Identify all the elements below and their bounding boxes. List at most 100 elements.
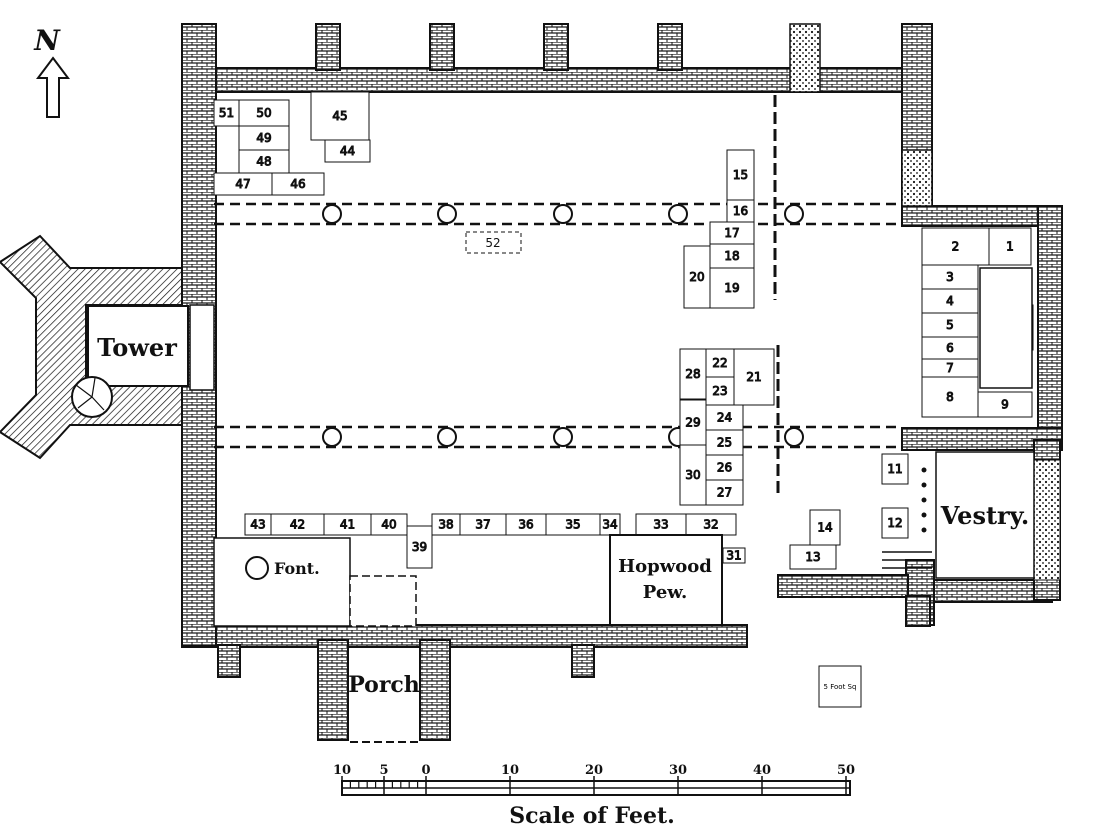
pew-box-52 [465,231,522,254]
legend-square-label: 5 Foot Sq [824,683,857,691]
pew-2: 2 [921,227,990,266]
pew-26: 26 [705,454,744,481]
scale-tick-label: 40 [753,763,771,778]
pew-label: 47 [235,177,250,191]
tower-room [87,305,189,387]
north-arrow: N [33,24,70,118]
pew-36: 36 [505,513,547,536]
pew-label: 24 [717,411,732,425]
legend-square-box [818,665,862,708]
pew-label: 22 [712,356,727,370]
plaster-block [789,23,821,93]
pew-6: 6 [921,336,979,360]
pew-29: 29 [679,399,707,446]
chancel [979,267,1033,389]
font-icon [245,556,269,580]
pew-50: 50 [238,99,290,127]
pew-label: 5 [946,318,954,332]
pew-16: 16 [726,199,755,223]
pew-label: 20 [689,270,704,284]
pew-33: 33 [635,513,687,536]
pew-34: 34 [599,513,621,536]
pew-label: 19 [724,281,739,295]
pew-12: 12 [881,507,909,539]
porch: Porch [317,575,451,743]
scale-tick-label: 10 [333,763,351,778]
pew-label: 44 [340,144,355,158]
pew-22: 22 [705,348,735,378]
pew-48: 48 [238,149,290,174]
pew-47: 47 [213,172,273,196]
pew-label: 31 [726,549,741,563]
buttresses [217,23,931,678]
pew-18: 18 [709,243,755,269]
chancel-east-wall [1037,205,1063,447]
pew-8: 8 [921,376,979,418]
pew-label: 50 [256,106,271,120]
pew-label: 11 [887,462,902,476]
pew-label: 28 [685,367,700,381]
scale-tick-label: 30 [669,763,687,778]
pew-4: 4 [921,288,979,314]
pew-label: 35 [565,518,580,532]
pew-label: 17 [724,226,739,240]
pew-39: 39 [406,525,433,569]
font-label: Font. [274,559,320,578]
scale-tick-label: 20 [585,763,603,778]
plaster-block [901,149,933,207]
pew-3: 3 [921,264,979,290]
pew-label: 25 [717,436,732,450]
south-arcade [214,425,902,449]
north-label: N [33,24,61,57]
pew-label: 37 [475,518,490,532]
pew-32: 32 [685,513,737,536]
pew-label: 6 [946,341,954,355]
pew-label: 32 [703,518,718,532]
pew-17: 17 [709,221,755,245]
pew-24: 24 [705,404,744,431]
plaster-block [1033,459,1061,581]
pew-31: 31 [722,547,746,564]
south-wall [181,624,748,648]
pew-label: 34 [602,518,617,532]
pew-label: 33 [653,518,668,532]
pew-5: 5 [921,312,979,338]
pew-label: 3 [946,270,954,284]
pew-label: 29 [685,416,700,430]
pew-51: 51 [213,99,240,127]
pew-label: 30 [685,468,700,482]
vestry-steps-dots [921,467,927,533]
pew-label: 4 [946,294,954,308]
pew-15: 15 [726,149,755,201]
screens [773,95,780,495]
pew-label: 18 [724,249,739,263]
pew-label: 42 [290,518,305,532]
north-arcade [214,202,902,226]
chancel-aisle-wall [777,574,909,598]
pew-44: 44 [324,139,371,163]
pew-1: 1 [988,227,1032,266]
hopwood-pew: Hopwood Pew. [609,534,723,626]
pew-label: 38 [438,518,453,532]
pew-label: 40 [381,518,396,532]
pew-7: 7 [921,358,979,378]
hopwood-label-line1: Hopwood [618,556,712,577]
pew-label: 9 [1001,398,1009,412]
pew-label: 36 [518,518,533,532]
scale-title: Scale of Feet. [509,803,675,829]
pew-14: 14 [809,509,841,546]
pew-46: 46 [271,172,325,196]
pew-label: 26 [717,461,732,475]
pew-label: 43 [250,518,265,532]
porch-label: Porch [348,672,420,698]
pew-label: 16 [733,204,748,218]
pew-label: 41 [340,518,355,532]
pew-label: 2 [952,240,960,254]
vestry-stairs [882,551,932,569]
vestry: Vestry. [882,451,1035,579]
pew-43: 43 [244,513,272,536]
pew-label-52: 52 [485,236,500,250]
pew-label: 48 [256,155,271,169]
